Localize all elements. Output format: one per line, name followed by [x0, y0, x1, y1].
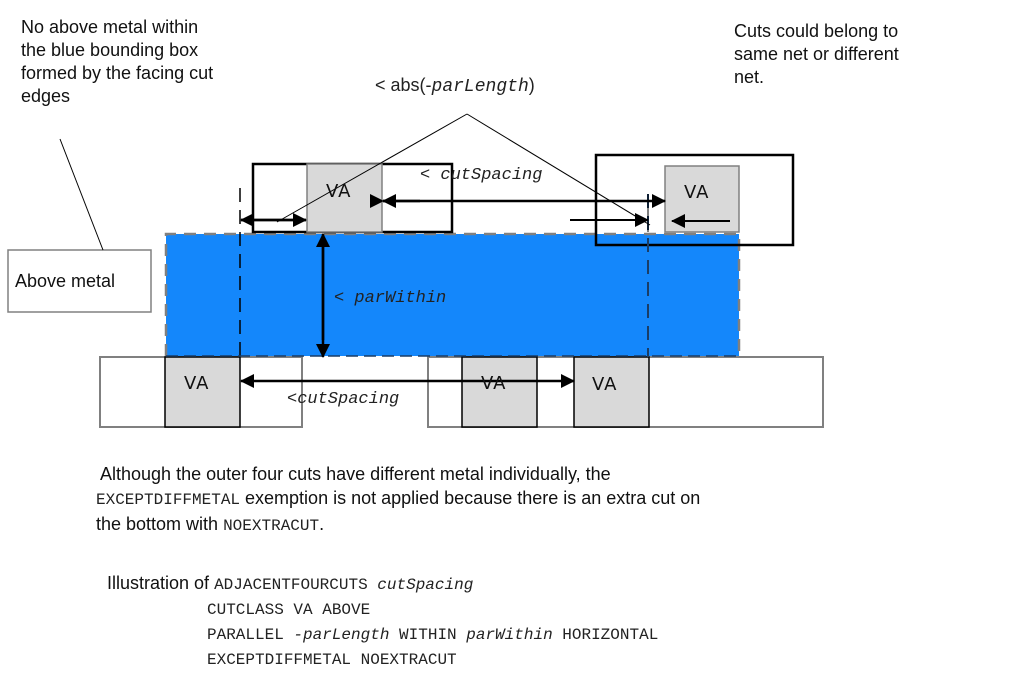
above-metal-callout-pointer — [59, 138, 104, 251]
caption-code-exceptdiffmetal: EXCEPTDIFFMETAL — [96, 491, 241, 509]
illustration-horizontal: HORIZONTAL — [552, 626, 659, 644]
caption-line-2-text: exemption is not applied because there i… — [240, 488, 701, 508]
annotation-line: edges — [21, 86, 71, 106]
illustration-line-1: Illustration of ADJACENTFOURCUTS cutSpac… — [107, 571, 658, 598]
illustration-line-2: CUTCLASS VA ABOVE — [207, 601, 371, 619]
annotation-line: No above metal within — [21, 17, 199, 37]
annotation-line: same net or different — [734, 44, 899, 64]
parlength-pointer-left — [276, 113, 468, 223]
illustration-var-parwithin: parWithin — [466, 626, 553, 644]
cut-label-top-right: VA — [684, 182, 710, 203]
illustration-parallel: PARALLEL — [207, 626, 294, 644]
caption-line-2: EXCEPTDIFFMETAL exemption is not applied… — [96, 486, 700, 512]
illustration-var-cutspacing: cutSpacing — [377, 576, 474, 594]
illustration-line-4: EXCEPTDIFFMETAL NOEXTRACUT — [207, 651, 457, 669]
caption-line-3-text: the bottom with — [96, 514, 224, 534]
parlength-suffix: ) — [528, 75, 535, 95]
parlength-label: < abs(-parLength) — [375, 75, 535, 97]
cutspacing-bottom-var: cutSpacing — [297, 390, 400, 409]
cutspacing-bottom-prefix: < — [287, 390, 298, 409]
cutspacing-top-var: cutSpacing — [440, 166, 543, 185]
top-right-annotation: Cuts could belong to same net or differe… — [734, 20, 899, 89]
parlength-var: parLength — [431, 77, 529, 97]
parwithin-label: < parWithin — [334, 289, 446, 308]
illustration-line-3: PARALLEL -parLength WITHIN parWithin HOR… — [107, 623, 658, 648]
annotation-line: the blue bounding box — [21, 40, 199, 60]
caption: Although the outer four cuts have differ… — [96, 462, 700, 538]
above-metal-dashed-outline — [164, 232, 741, 356]
annotation-line: formed by the facing cut — [21, 63, 214, 83]
above-metal-region — [166, 234, 739, 356]
cut-label-bottom-middle: VA — [481, 373, 507, 394]
above-metal-callout-box — [7, 249, 152, 313]
bottom-right-cut — [573, 356, 650, 428]
annotation-line: Cuts could belong to — [734, 21, 899, 41]
bottom-left-cut — [164, 356, 241, 428]
cut-label-bottom-right: VA — [592, 374, 618, 395]
parwithin-prefix: < — [334, 289, 355, 308]
caption-line-3-end: . — [319, 514, 325, 534]
illustration-within: WITHIN — [389, 626, 467, 644]
cutspacing-top-prefix: < — [420, 166, 441, 185]
bottom-middle-cut — [461, 356, 538, 428]
caption-line-1: Although the outer four cuts have differ… — [96, 464, 611, 484]
illustration-keyword: ADJACENTFOURCUTS — [214, 576, 378, 594]
parlength-prefix: < abs(- — [375, 75, 432, 95]
annotation-line: net. — [734, 67, 765, 87]
above-metal-label: Above metal — [15, 271, 116, 291]
cut-label-bottom-left: VA — [184, 373, 210, 394]
top-left-annotation: No above metal within the blue bounding … — [21, 16, 213, 108]
caption-code-noextracut: NOEXTRACUT — [223, 517, 320, 535]
cut-label-top-left: VA — [326, 181, 352, 202]
cutspacing-bottom-label: <cutSpacing — [287, 390, 399, 409]
illustration-var-parlength: -parLength — [293, 626, 390, 644]
parwithin-var: parWithin — [354, 289, 447, 308]
caption-line-3: the bottom with NOEXTRACUT. — [96, 512, 700, 538]
cutspacing-top-label: < cutSpacing — [420, 166, 542, 185]
illustration-block: Illustration of ADJACENTFOURCUTS cutSpac… — [107, 571, 658, 673]
illustration-prefix: Illustration of — [107, 573, 215, 593]
